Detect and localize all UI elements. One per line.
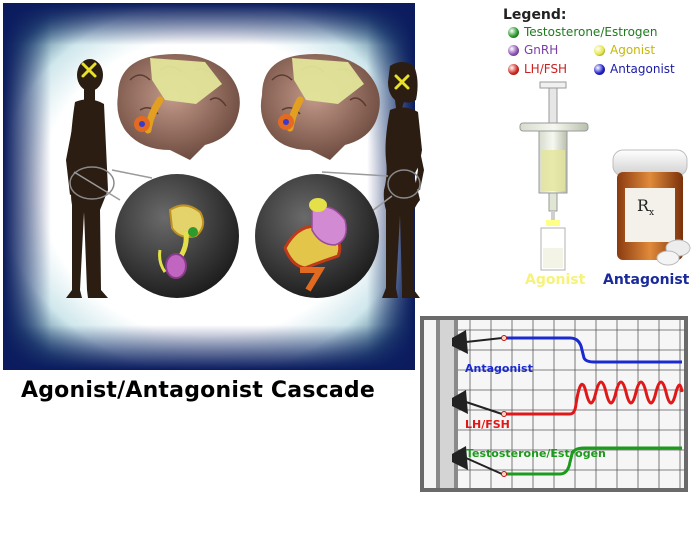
female-silhouette bbox=[382, 62, 424, 298]
male-reproductive-zoom bbox=[115, 174, 239, 298]
agonist-label: Agonist bbox=[525, 272, 586, 288]
trace-label-lhfsh: LH/FSH bbox=[465, 418, 510, 431]
legend-label-4: Antagonist bbox=[610, 62, 675, 76]
lhfsh-trace bbox=[452, 380, 684, 417]
female-reproductive-zoom bbox=[255, 174, 379, 298]
legend-swatch-3 bbox=[594, 45, 605, 56]
antagonist-label: Antagonist bbox=[603, 272, 690, 288]
legend-swatch-0 bbox=[508, 27, 519, 38]
legend-label-0: Testosterone/Estrogen bbox=[524, 25, 658, 39]
antagonist-trace bbox=[452, 330, 682, 364]
legend-swatch-1 bbox=[508, 45, 519, 56]
legend-label-1: GnRH bbox=[524, 43, 559, 57]
legend-label-2: LH/FSH bbox=[524, 62, 568, 76]
rx-label: Rx bbox=[637, 196, 655, 219]
legend-swatch-2 bbox=[508, 64, 519, 75]
legend-label-3: Agonist bbox=[610, 43, 656, 57]
male-brain bbox=[117, 54, 240, 160]
male-head-x-mark bbox=[81, 62, 97, 78]
male-zoom-ring bbox=[69, 166, 115, 200]
female-brain bbox=[260, 54, 380, 160]
antagonist-pill-bottle bbox=[612, 149, 691, 266]
female-zoom-ring bbox=[387, 169, 421, 199]
legend-title: Legend: bbox=[503, 7, 567, 23]
sex-hormone-trace bbox=[452, 446, 682, 477]
trace-label-testosterone-estrogen: Testosterone/Estrogen bbox=[466, 447, 606, 460]
female-head-x-mark bbox=[394, 74, 410, 90]
page-title: Agonist/Antagonist Cascade bbox=[21, 378, 375, 403]
legend-swatch-4 bbox=[594, 64, 605, 75]
agonist-syringe bbox=[519, 81, 589, 271]
trace-label-antagonist: Antagonist bbox=[465, 362, 533, 375]
